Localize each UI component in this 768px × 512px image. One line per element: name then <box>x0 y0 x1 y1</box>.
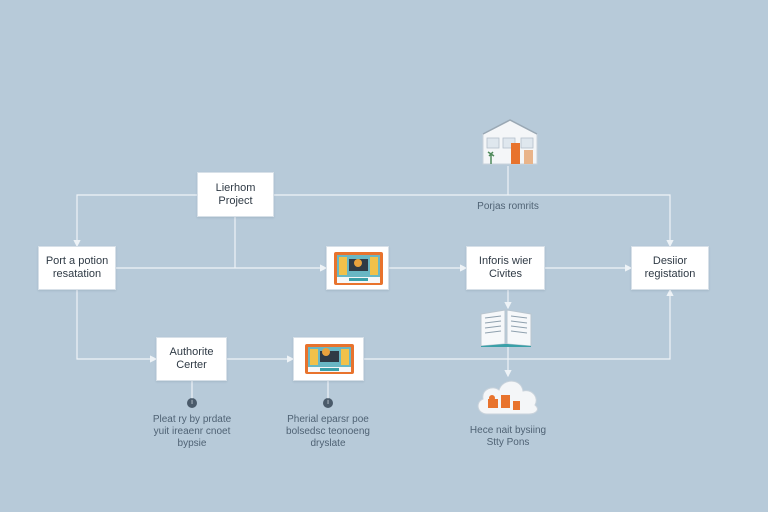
node-design-registration-label: Desiior registation <box>644 255 696 280</box>
info-marker-left[interactable]: i <box>187 398 197 408</box>
info-marker-middle[interactable]: i <box>323 398 333 408</box>
node-authorite-center[interactable]: Authorite Certer <box>156 337 227 381</box>
window-illustration-top[interactable] <box>326 246 389 290</box>
node-inform-centres[interactable]: Inforis wier Civites <box>466 246 545 290</box>
caption-project-moments: Porjas romrits <box>477 201 539 212</box>
caption-left: Pleat ry by prdate yuit ireaenr cnoet by… <box>152 414 232 449</box>
caption-middle: Pherial eparsr poe bolsedsc teonoeng dry… <box>286 414 370 449</box>
caption-right: Hece nait bysiing Stty Pons <box>469 425 547 448</box>
node-authorite-center-label: Authorite Certer <box>169 346 214 371</box>
node-inform-centres-label: Inforis wier Civites <box>478 255 533 280</box>
connector-project-right <box>274 194 674 248</box>
window-illustration-bottom[interactable] <box>293 337 364 381</box>
node-port-position-label: Port a potion resatation <box>45 255 109 280</box>
house-icon <box>479 118 541 166</box>
cloud-icon <box>473 376 541 416</box>
window-illustration-icon <box>334 252 383 285</box>
node-lierhom-project[interactable]: Lierhom Project <box>197 172 274 217</box>
window-illustration-icon <box>305 344 354 374</box>
connector-window-design <box>364 288 674 360</box>
node-port-position[interactable]: Port a potion resatation <box>38 246 116 290</box>
node-lierhom-project-label: Lierhom Project <box>215 181 256 207</box>
node-design-registration[interactable]: Desiior registation <box>631 246 709 290</box>
connector-project-left <box>73 194 198 248</box>
book-icon <box>478 308 534 347</box>
connector-port-down <box>76 290 158 363</box>
